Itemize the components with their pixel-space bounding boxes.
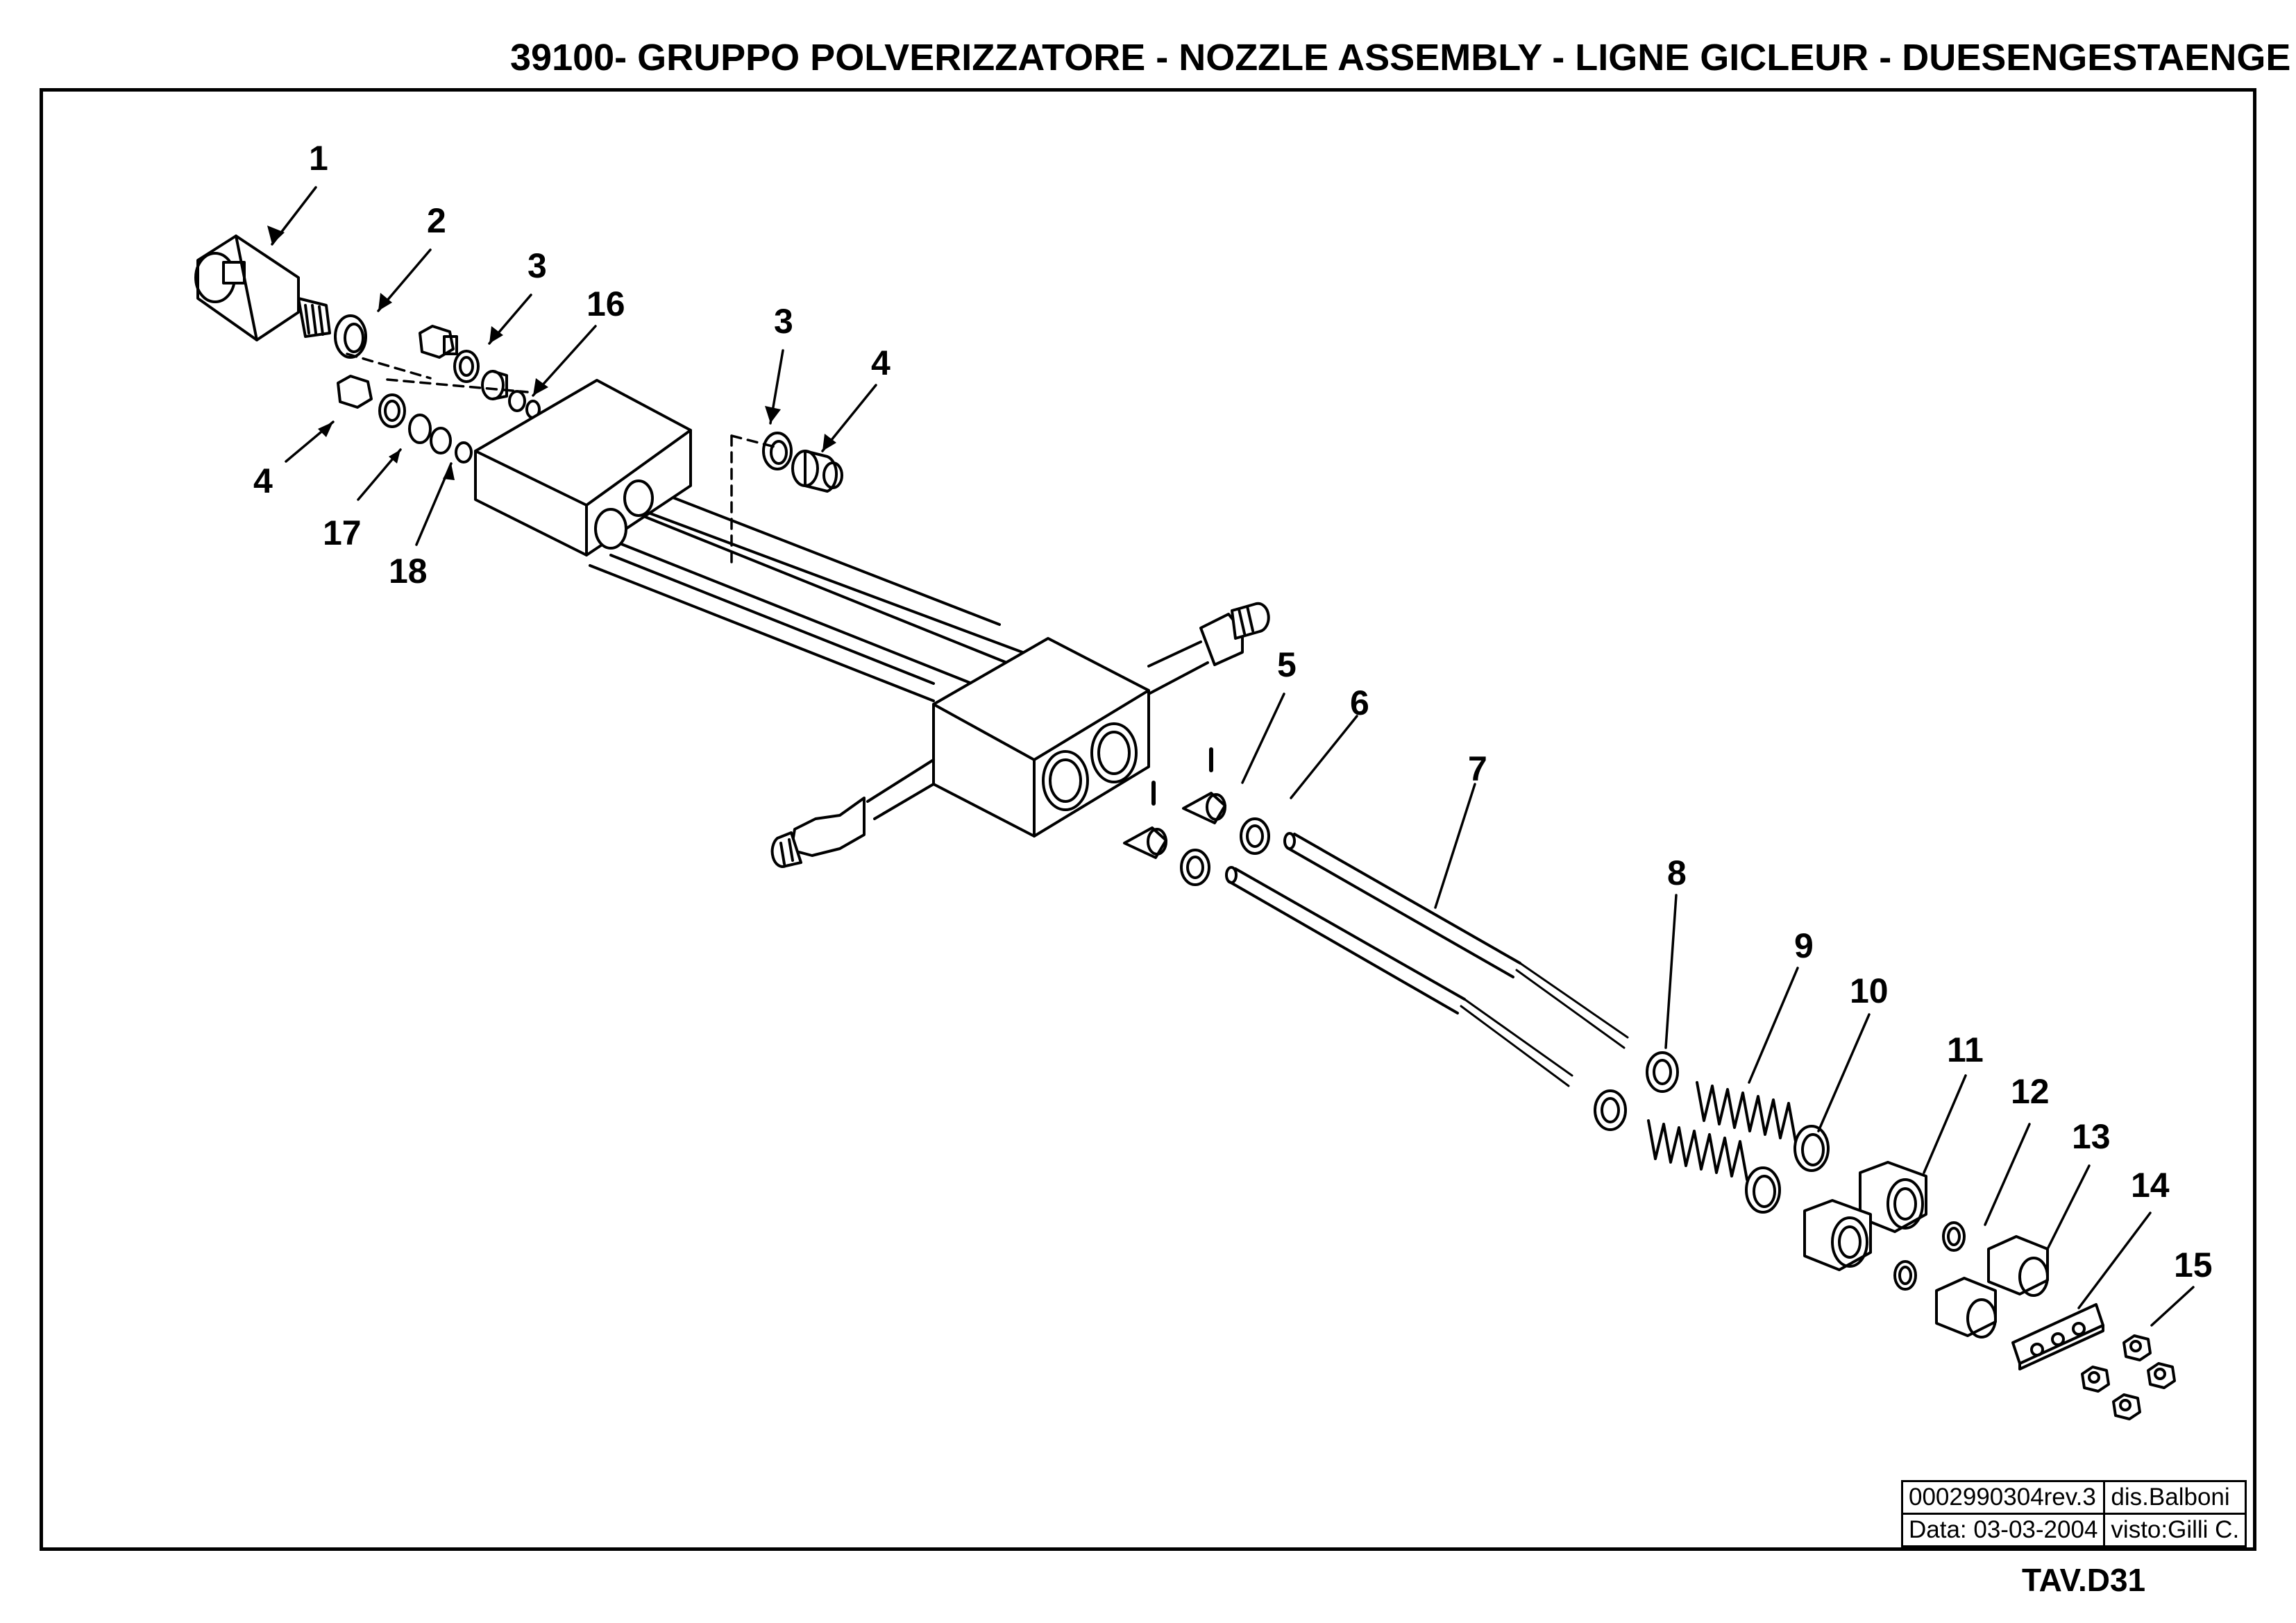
- callout-10: 10: [1850, 971, 1889, 1010]
- callout-6: 6: [1350, 683, 1369, 722]
- lower-fittings-row: [337, 375, 473, 464]
- callout-17: 17: [323, 513, 362, 552]
- drawn-by: dis.Balboni: [2103, 1480, 2247, 1515]
- callout-9: 9: [1794, 926, 1814, 965]
- callout-1: 1: [309, 139, 328, 178]
- part-10-rings: [1745, 1125, 1830, 1214]
- callout-7: 7: [1468, 749, 1487, 788]
- part-14-plate: [2011, 1303, 2104, 1370]
- part-11-nuts: [1803, 1161, 1927, 1271]
- callout-2: 2: [427, 201, 446, 240]
- callout-16: 16: [586, 284, 625, 323]
- callout-13: 13: [2072, 1117, 2111, 1156]
- sheet-id: TAV.D31: [2022, 1562, 2146, 1598]
- drawing-title: 39100- GRUPPO POLVERIZZATORE - NOZZLE AS…: [510, 37, 2291, 78]
- drawing-code: 0002990304rev.3: [1900, 1480, 2106, 1515]
- callout-4: 4: [871, 343, 890, 382]
- part-1-coupling: [194, 235, 331, 341]
- callout-11: 11: [1947, 1030, 1984, 1069]
- callout-3: 3: [527, 246, 547, 285]
- leader-arrowheads: [267, 226, 836, 480]
- title-block: 0002990304rev.3 dis.Balboni Data: 03-03-…: [1900, 1480, 2247, 1547]
- part-12-washers: [1893, 1221, 1966, 1291]
- callout-3: 3: [774, 302, 793, 341]
- nozzle-manifold-assembly: [474, 379, 1270, 868]
- part-15-nuts: [2081, 1334, 2176, 1420]
- part-9-springs: [1647, 1081, 1797, 1181]
- part-13-caps: [1935, 1235, 2049, 1339]
- upper-fittings-row: [419, 325, 541, 419]
- callout-labels: 1 2 3 16 3 4 4 17 18 5 6 7 8 9 10 11 12 …: [253, 139, 2213, 1284]
- callout-12: 12: [2011, 1072, 2050, 1111]
- callout-14: 14: [2131, 1166, 2170, 1205]
- checked-by: visto:Gilli C.: [2103, 1513, 2247, 1547]
- callout-8: 8: [1667, 853, 1687, 892]
- callout-4: 4: [253, 461, 273, 500]
- parts-3-4-right: [762, 432, 843, 493]
- part-7-needles: [1225, 832, 1629, 1087]
- drawing-frame: [40, 88, 2256, 1551]
- callout-15: 15: [2174, 1246, 2213, 1284]
- leader-lines: [271, 186, 2195, 1327]
- part-8-seats: [1594, 1051, 1679, 1131]
- part-2-washer: [334, 314, 367, 359]
- callout-5: 5: [1277, 645, 1297, 684]
- parts-5-6-nozzle-tips: [1123, 747, 1270, 886]
- drawing-date: Data: 03-03-2004: [1900, 1513, 2106, 1547]
- callout-18: 18: [389, 552, 428, 590]
